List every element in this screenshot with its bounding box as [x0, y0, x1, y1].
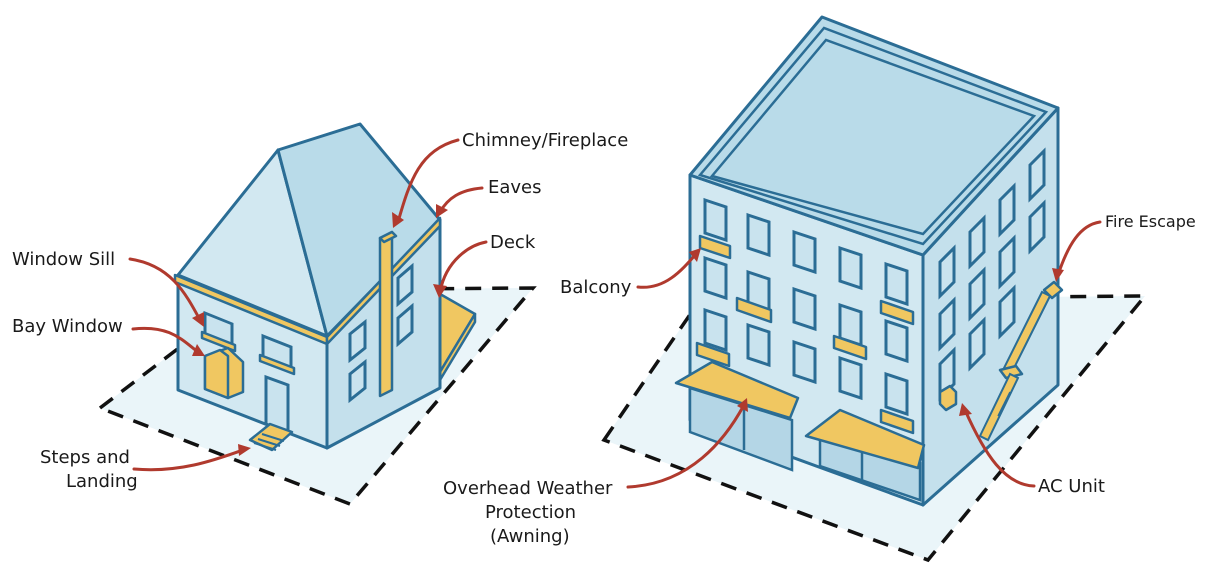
label-eaves: Eaves [488, 177, 542, 198]
balcony-5 [879, 299, 915, 326]
awning-right [804, 408, 926, 470]
awning-left [674, 360, 800, 420]
house-side-window-4 [396, 302, 414, 348]
house-side-window-1 [348, 318, 367, 364]
window-sill [200, 330, 237, 353]
balcony-4 [832, 334, 868, 361]
label-ac-unit: AC Unit [1038, 476, 1105, 497]
balcony [698, 234, 732, 260]
apartment-roof-parapet-inner [709, 38, 1037, 236]
label-fire-escape: Fire Escape [1105, 212, 1196, 231]
label-window-sill: Window Sill [12, 249, 115, 270]
apartment-illustration: Balcony Fire Escape AC Unit Overhead Wea… [443, 15, 1196, 563]
apartment-roof-parapet [697, 26, 1049, 246]
label-bay-window: Bay Window [12, 316, 123, 337]
fire-escape [978, 280, 1064, 442]
house-leader-arrows [128, 138, 488, 472]
label-chimney-fireplace: Chimney/Fireplace [462, 130, 628, 151]
apartment-side-windows [938, 147, 1046, 402]
house-window-right-sill [258, 353, 296, 376]
house-side-window-2 [348, 358, 367, 404]
house-illustration: Chimney/Fireplace Eaves Deck Window Sill… [12, 122, 628, 507]
house-side-window-3 [396, 262, 414, 308]
apartment-front-windows [703, 197, 909, 417]
balcony-2 [735, 296, 773, 324]
label-deck: Deck [490, 232, 536, 253]
balcony-3 [695, 341, 731, 368]
apartment-leader-arrows [626, 220, 1102, 489]
balconies [695, 234, 915, 435]
label-awning-line1: Overhead Weather [443, 478, 613, 499]
balcony-6 [879, 408, 915, 435]
steps-and-landing [248, 422, 294, 452]
label-steps-line2: Landing [66, 471, 138, 492]
label-balcony: Balcony [560, 277, 632, 298]
label-awning-line2: Protection [485, 502, 576, 523]
bay-window [203, 346, 245, 400]
ac-unit [938, 384, 958, 412]
chimney [378, 230, 398, 398]
label-awning-line3: (Awning) [490, 526, 570, 547]
label-steps-line1: Steps and [40, 447, 130, 468]
